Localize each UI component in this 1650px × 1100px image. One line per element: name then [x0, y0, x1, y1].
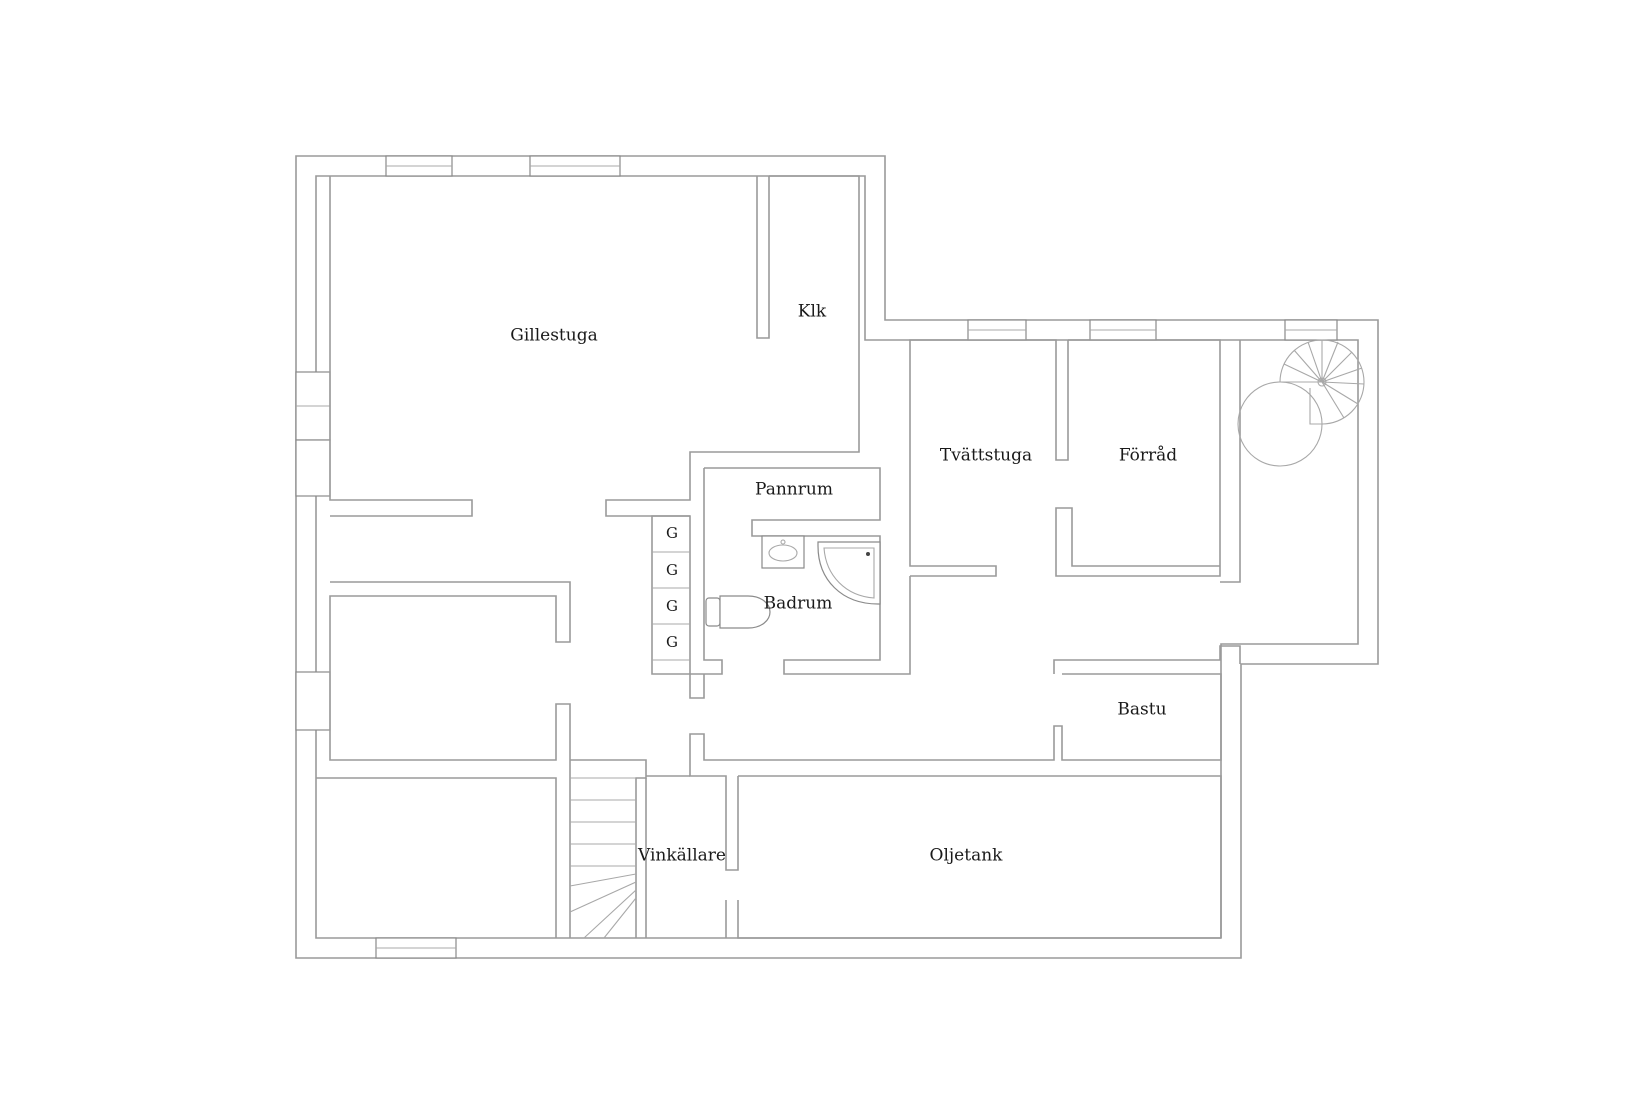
closet-label: G [666, 561, 678, 579]
straight-stair-icon [569, 777, 637, 939]
room-labels: Gillestuga Klk Pannrum Tvättstuga Förråd… [510, 302, 1177, 866]
closet-label: G [666, 524, 678, 542]
label-forrad: Förråd [1119, 446, 1177, 466]
label-bastu: Bastu [1117, 700, 1166, 720]
sink-icon [761, 535, 805, 569]
label-badrum: Badrum [764, 594, 833, 614]
label-oljetank: Oljetank [930, 846, 1004, 866]
windows [295, 155, 1338, 959]
shower-icon [817, 541, 881, 605]
label-vinkallare: Vinkällare [637, 846, 726, 866]
label-pannrum: Pannrum [755, 480, 833, 500]
label-klk: Klk [798, 302, 827, 322]
outer-wall [295, 155, 1379, 959]
label-gillestuga: Gillestuga [510, 326, 597, 346]
interior-walls [316, 175, 1241, 939]
toilet-icon [705, 595, 771, 629]
closet-label: G [666, 597, 678, 615]
spiral-stair-icon [1237, 339, 1365, 467]
closet-labels: G G G G [666, 524, 678, 651]
closet-label: G [666, 633, 678, 651]
label-tvattstuga: Tvättstuga [940, 446, 1032, 466]
